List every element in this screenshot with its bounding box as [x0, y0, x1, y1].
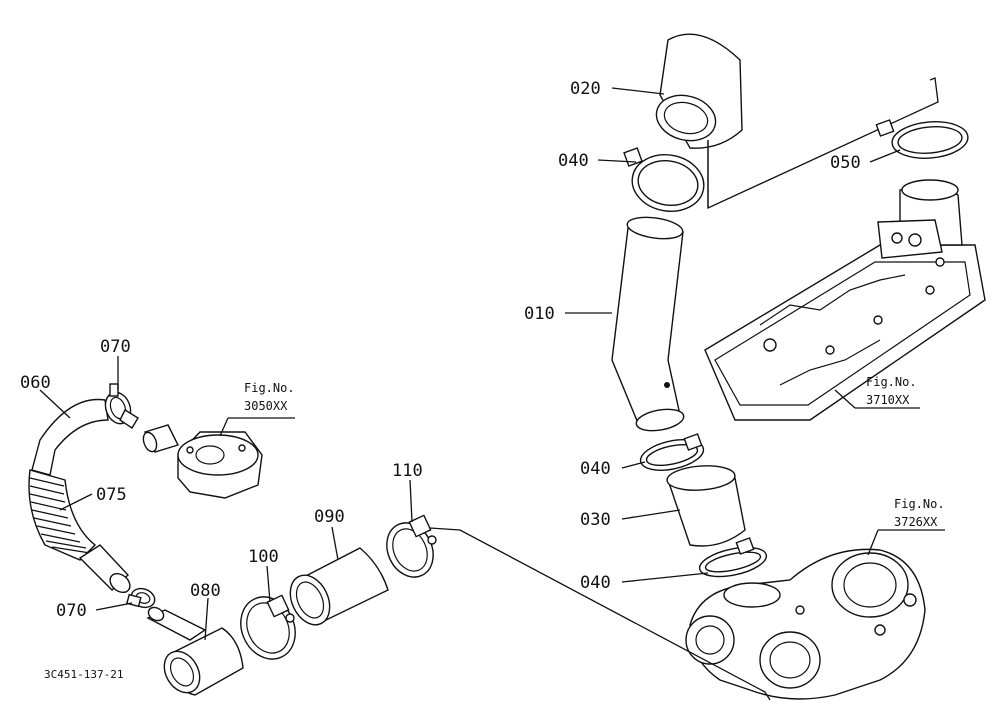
- part-040-clamp-middle: [639, 433, 705, 471]
- fig-ref-3710: Fig.No. 3710XX: [866, 375, 917, 407]
- part-080-pipe: [146, 606, 244, 696]
- fig-ref-3710-label: Fig.No.: [866, 375, 917, 389]
- part-075-corrugated-hose: [28, 469, 131, 594]
- label-100: 100: [248, 547, 279, 567]
- label-060: 060: [20, 373, 51, 393]
- fig-ref-3050-label: Fig.No.: [244, 381, 295, 395]
- part-040-clamp-top: [623, 147, 705, 212]
- part-100-clamp: [240, 594, 296, 660]
- label-090: 090: [314, 507, 345, 527]
- group-bracket-lines: [707, 77, 939, 210]
- leader-lines: [39, 87, 945, 641]
- fig-ref-3710-number: 3710XX: [866, 393, 910, 407]
- part-050-clamp: [875, 119, 969, 159]
- label-080: 080: [190, 581, 221, 601]
- adapter-fitting: [142, 424, 179, 453]
- label-040-middle: 040: [580, 459, 611, 479]
- part-labels: 020 040 050 010 040 030 040 070 060 075 …: [20, 79, 861, 621]
- label-040-bottom: 040: [580, 573, 611, 593]
- label-030: 030: [580, 510, 611, 530]
- part-040-clamp-bottom: [698, 537, 768, 578]
- fig-ref-3050-number: 3050XX: [244, 399, 288, 413]
- part-110-clamp: [386, 514, 437, 578]
- label-110: 110: [392, 461, 423, 481]
- label-010: 010: [524, 304, 555, 324]
- part-070-clamp-bottom: [126, 587, 156, 609]
- label-040-top: 040: [558, 151, 589, 171]
- part-070-clamp-top: [104, 383, 139, 429]
- label-020: 020: [570, 79, 601, 99]
- fig-ref-3726-number: 3726XX: [894, 515, 938, 529]
- fig-ref-3726-label: Fig.No.: [894, 497, 945, 511]
- intake-manifold: [704, 179, 986, 421]
- part-030-hose: [666, 465, 746, 547]
- fig-ref-3726: Fig.No. 3726XX: [894, 497, 945, 529]
- part-010-hose: [611, 216, 685, 432]
- part-020-hose: [655, 33, 743, 149]
- label-050: 050: [830, 153, 861, 173]
- label-070-bottom: 070: [56, 601, 87, 621]
- turbocharger: [685, 548, 926, 700]
- part-090-hose: [289, 547, 389, 626]
- label-075: 075: [96, 485, 127, 505]
- fig-ref-3050: Fig.No. 3050XX: [244, 381, 295, 413]
- oil-filter-block: [177, 431, 263, 499]
- connection-line-110-turbo: [429, 527, 771, 701]
- diagram-code: 3C451-137-21: [44, 668, 123, 681]
- label-070-top: 070: [100, 337, 131, 357]
- part-060-hose: [31, 398, 109, 476]
